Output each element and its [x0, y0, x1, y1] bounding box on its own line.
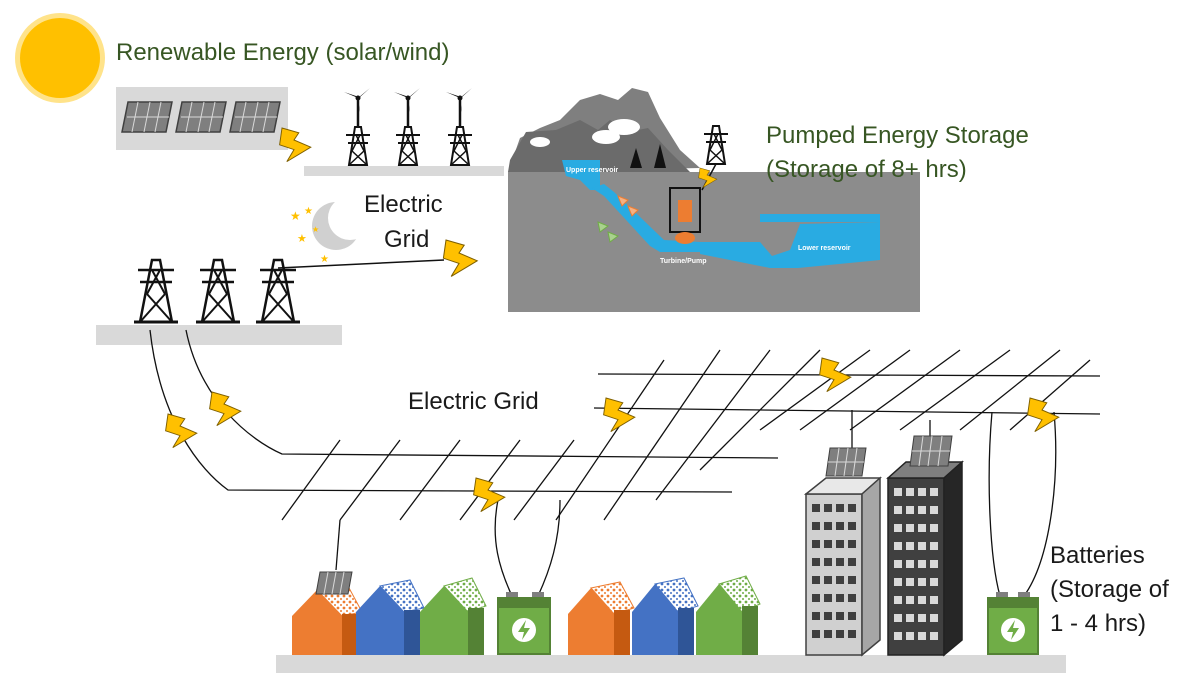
lightning-bolt-icon — [473, 477, 506, 513]
electric-grid-label-bottom: Electric Grid — [408, 388, 539, 415]
transmission-tower-icon — [345, 126, 371, 166]
turbine-pump-icon — [675, 232, 695, 244]
svg-text:★: ★ — [297, 233, 307, 245]
house-icon — [696, 575, 761, 655]
lightning-bolt-icon — [603, 397, 636, 433]
house-icon — [292, 585, 363, 655]
wind-turbine-icon — [392, 86, 422, 128]
battery-icon — [497, 592, 551, 655]
svg-text:★: ★ — [290, 209, 301, 223]
house-icon — [356, 579, 425, 655]
electric-grid-label-top-line2: Grid — [384, 226, 430, 253]
office-building-icon — [886, 460, 964, 657]
solar-panel-icon — [315, 571, 353, 595]
grid-platform — [96, 325, 342, 345]
solar-farm — [116, 87, 288, 150]
transmission-tower-icon — [254, 258, 302, 324]
batteries-duration-line2: 1 - 4 hrs) — [1050, 610, 1147, 637]
renewable-energy-label: Renewable Energy (solar/wind) — [116, 39, 450, 66]
solar-panel-icon — [121, 101, 173, 133]
lightning-bolt-icon — [819, 357, 852, 393]
transmission-tower-icon — [395, 126, 421, 166]
battery-icon — [987, 592, 1039, 655]
office-building-icon — [803, 476, 882, 657]
transmission-tower-icon — [194, 258, 242, 324]
batteries-label: Batteries — [1050, 542, 1145, 569]
pumped-storage-scene: Upper reservoir Lower reservoir Turbine/… — [508, 88, 920, 312]
house-icon — [632, 577, 699, 655]
grid-wire — [277, 259, 445, 269]
transmission-tower-icon — [703, 125, 729, 165]
lightning-bolt-icon — [165, 413, 198, 449]
pumped-storage-duration: (Storage of 8+ hrs) — [766, 156, 967, 183]
wind-platform — [304, 166, 504, 176]
electric-grid-label-top-line1: Electric — [364, 191, 443, 218]
house-icon — [420, 577, 487, 655]
transmission-tower-icon — [447, 126, 473, 166]
upper-reservoir-label: Upper reservoir — [566, 167, 618, 174]
solar-panel-icon — [825, 447, 867, 477]
svg-text:★: ★ — [304, 206, 313, 217]
solar-panel-icon — [909, 435, 953, 467]
house-icon — [568, 581, 635, 655]
svg-text:★: ★ — [312, 225, 319, 234]
lightning-bolt-icon — [279, 127, 312, 163]
pumped-storage-title: Pumped Energy Storage — [766, 122, 1029, 149]
turbine-pump-label: Turbine/Pump — [660, 258, 707, 265]
lightning-bolt-icon — [442, 239, 478, 277]
grid-wires — [149, 329, 1101, 597]
transmission-tower-icon — [132, 258, 180, 324]
lightning-bolt-icon — [1027, 397, 1060, 433]
ground-platform — [276, 655, 1066, 673]
batteries-duration-line1: (Storage of — [1050, 576, 1169, 603]
lightning-bolt-icon — [209, 391, 242, 427]
moon-icon — [312, 196, 372, 250]
solar-panel-icon — [175, 101, 227, 133]
wind-turbine-icon — [444, 86, 474, 128]
svg-text:★: ★ — [320, 254, 329, 265]
sun-icon — [15, 13, 105, 103]
wind-turbine-icon — [342, 86, 372, 128]
lower-reservoir-label: Lower reservoir — [798, 245, 851, 252]
star-icons: ★ ★ ★ ★ ★ — [290, 206, 329, 265]
solar-panel-icon — [229, 101, 281, 133]
